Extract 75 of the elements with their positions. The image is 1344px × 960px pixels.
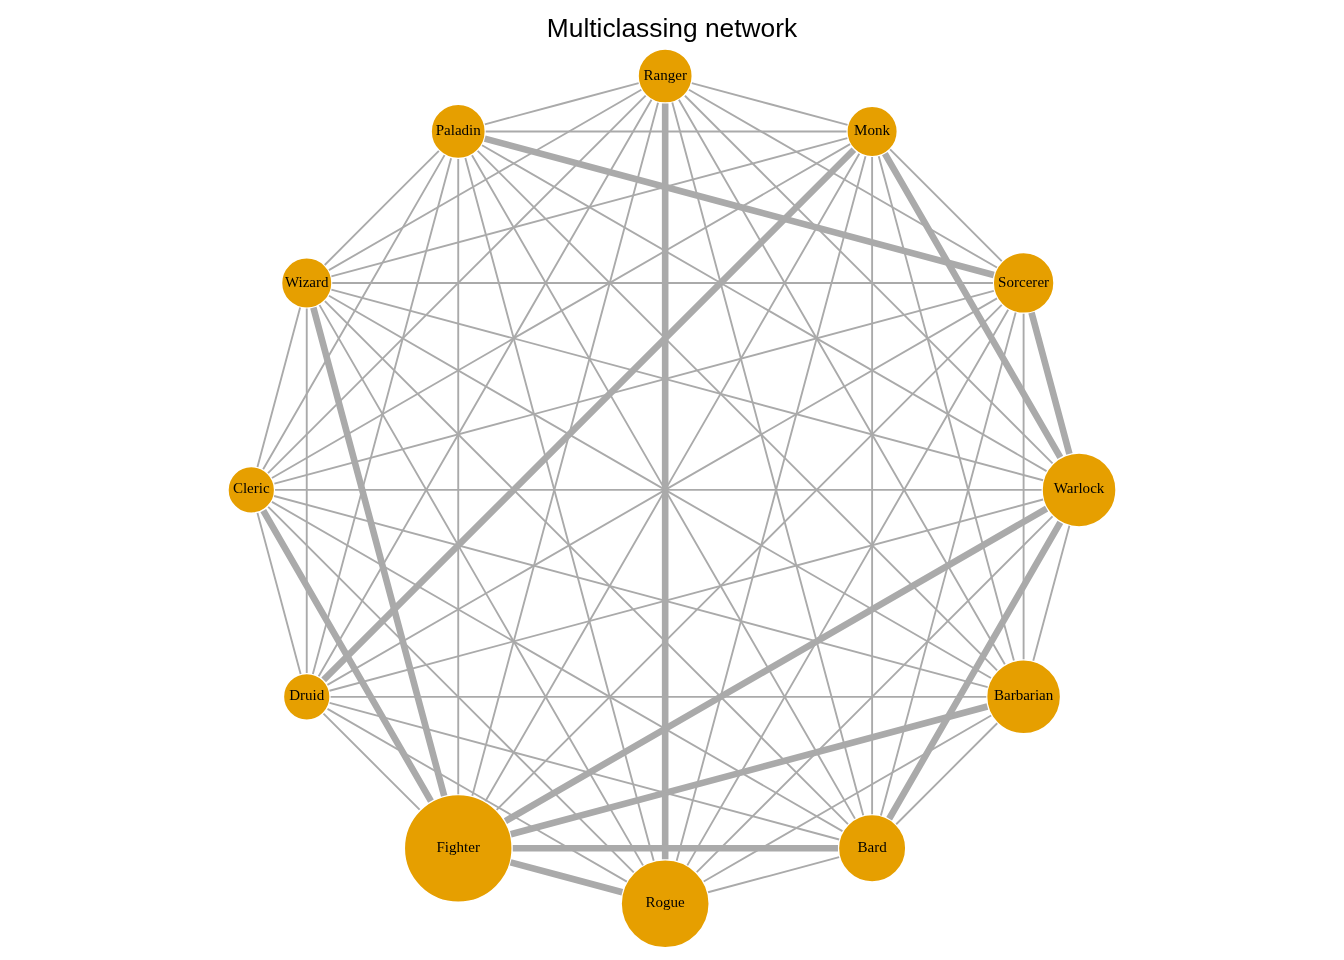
- connector: [882, 151, 1064, 460]
- connector: [1032, 524, 1071, 662]
- connector: [688, 88, 998, 269]
- connector: [871, 156, 874, 816]
- connector: [256, 511, 302, 675]
- connector: [318, 304, 644, 867]
- connector: [471, 101, 659, 797]
- connector: [321, 147, 857, 683]
- connector: [271, 500, 844, 833]
- connector: [267, 94, 647, 475]
- connector: [329, 695, 988, 698]
- connector: [677, 98, 1006, 666]
- diagram-title: Multiclassing network: [546, 12, 798, 43]
- connector: [512, 845, 838, 852]
- connector: [675, 155, 867, 862]
- node-circle: Fighter: [403, 793, 514, 904]
- connector: [256, 306, 302, 468]
- connector: [702, 714, 993, 883]
- connector: [322, 712, 421, 811]
- connector: [495, 303, 1003, 811]
- connector: [889, 148, 1003, 262]
- connector: [481, 144, 1048, 473]
- connector: [323, 149, 440, 266]
- connector: [328, 498, 1045, 692]
- connector: [671, 101, 865, 817]
- connector: [661, 103, 669, 860]
- connector: [509, 859, 624, 896]
- connector: [879, 311, 1017, 817]
- connector: [271, 143, 852, 479]
- node-circle: Monk: [845, 105, 899, 158]
- connector: [476, 149, 999, 672]
- connector: [273, 495, 989, 689]
- connector: [310, 306, 448, 797]
- connector: [877, 155, 1015, 662]
- connector: [509, 703, 989, 838]
- node-circle: Bard: [837, 813, 907, 884]
- node-circle: Druid: [282, 672, 332, 722]
- connector: [484, 130, 848, 133]
- node-circle: Warlock: [1040, 451, 1118, 528]
- connector: [895, 722, 999, 826]
- node-circle: Cleric: [226, 465, 276, 515]
- connector: [483, 82, 640, 126]
- connector: [690, 82, 849, 126]
- node-circle: Sorcerer: [992, 251, 1056, 315]
- node-circle: Paladin: [430, 103, 487, 160]
- connector: [326, 707, 628, 883]
- connector: [317, 98, 653, 678]
- connector: [1022, 312, 1025, 661]
- connector: [330, 137, 849, 278]
- connector: [267, 505, 635, 874]
- connector: [483, 135, 995, 279]
- connector: [328, 702, 841, 841]
- connector: [327, 88, 643, 272]
- connector: [330, 288, 1045, 482]
- connector: [886, 520, 1064, 821]
- node-circle: Ranger: [636, 47, 694, 105]
- node-circle: Wizard: [280, 256, 334, 310]
- connector: [273, 290, 995, 485]
- node-circle: Rogue: [620, 858, 711, 949]
- connector: [503, 505, 1049, 824]
- connector: [464, 157, 655, 862]
- connector: [262, 154, 446, 471]
- connector: [311, 157, 453, 675]
- connector: [457, 158, 460, 796]
- connector: [274, 488, 1043, 491]
- node-circle: Barbarian: [985, 658, 1062, 735]
- connector: [707, 856, 841, 894]
- connector: [1028, 311, 1073, 455]
- connector: [331, 282, 994, 284]
- connector: [324, 300, 849, 826]
- connector: [260, 509, 434, 803]
- connector: [305, 307, 308, 675]
- connector: [684, 94, 1054, 465]
- connector: [686, 308, 1010, 867]
- connector: [695, 515, 1054, 874]
